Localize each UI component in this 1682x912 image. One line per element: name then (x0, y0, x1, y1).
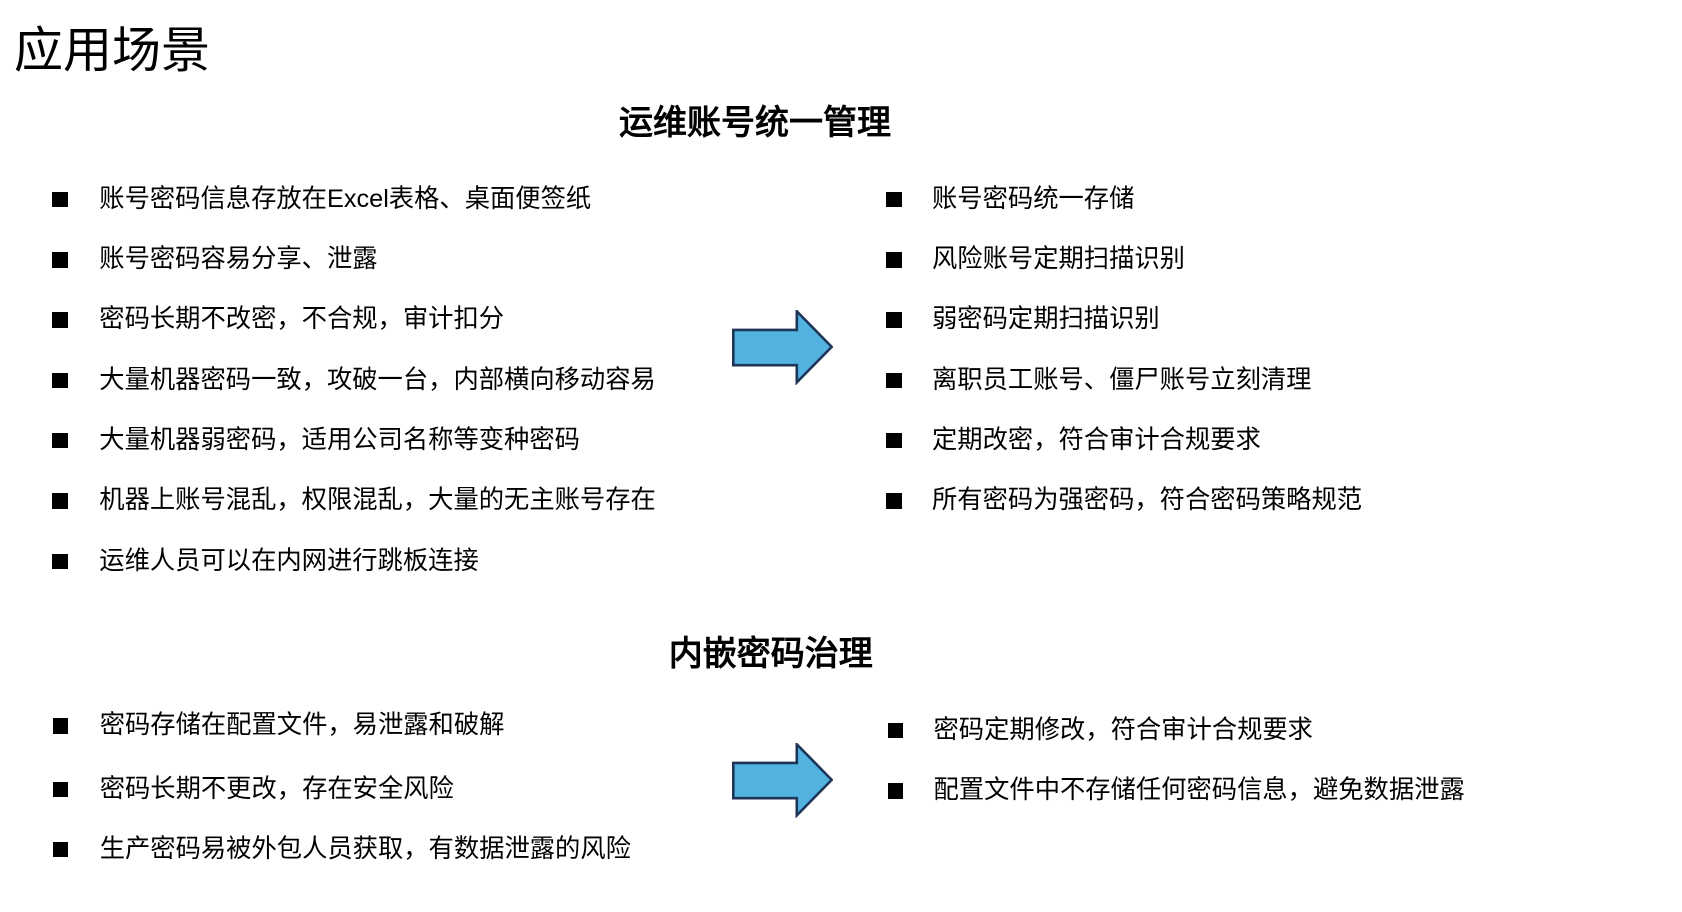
list-item: 所有密码为强密码，符合密码策略规范 (886, 471, 1362, 531)
square-bullet-icon (52, 841, 68, 858)
list-item: 账号密码统一存储 (886, 169, 1362, 229)
section-heading-ops-accounts: 运维账号统一管理 (619, 103, 891, 142)
list-item: 机器上账号混乱，权限混乱，大量的无主账号存在 (52, 471, 656, 531)
square-bullet-icon (886, 191, 902, 208)
bullet-text: 定期改密，符合审计合规要求 (932, 426, 1261, 455)
embedded-benefits-list: 密码定期修改，符合审计合规要求 配置文件中不存储任何密码信息，避免数据泄露 (887, 700, 1465, 821)
bullet-text: 账号密码统一存储 (932, 184, 1135, 213)
list-item: 密码存储在配置文件，易泄露和破解 (52, 696, 631, 756)
ops-benefits-list: 账号密码统一存储 风险账号定期扫描识别 弱密码定期扫描识别 离职员工账号、僵尸账… (886, 169, 1362, 531)
list-item: 定期改密，符合审计合规要求 (886, 411, 1362, 471)
embedded-pain-points-list: 密码存储在配置文件，易泄露和破解 密码长期不更改，存在安全风险 生产密码易被外包… (52, 696, 631, 880)
bullet-text: 运维人员可以在内网进行跳板连接 (99, 546, 479, 575)
bullet-text: 账号密码容易分享、泄露 (99, 245, 378, 274)
right-arrow-shape (732, 743, 833, 818)
square-bullet-icon (52, 781, 68, 798)
square-bullet-icon (52, 252, 68, 268)
page-title: 应用场景 (14, 24, 211, 78)
square-bullet-icon (52, 553, 68, 570)
list-item: 密码长期不改密，不合规，审计扣分 (52, 290, 656, 350)
square-bullet-icon (886, 312, 902, 328)
list-item: 风险账号定期扫描识别 (886, 230, 1362, 290)
square-bullet-icon (886, 252, 902, 268)
square-bullet-icon (886, 493, 902, 509)
square-bullet-icon (887, 722, 903, 739)
list-item: 密码长期不更改，存在安全风险 (52, 759, 631, 819)
bullet-text: 账号密码信息存放在Excel表格、桌面便签纸 (99, 184, 592, 213)
bullet-text: 风险账号定期扫描识别 (932, 245, 1185, 274)
square-bullet-icon (52, 312, 68, 328)
square-bullet-icon (52, 372, 68, 389)
right-arrow-icon (732, 743, 833, 818)
square-bullet-icon (52, 432, 68, 449)
bullet-text: 机器上账号混乱，权限混乱，大量的无主账号存在 (99, 486, 656, 515)
list-item: 弱密码定期扫描识别 (886, 290, 1362, 350)
list-item: 账号密码信息存放在Excel表格、桌面便签纸 (52, 169, 656, 229)
list-item: 账号密码容易分享、泄露 (52, 230, 656, 290)
bullet-text: 大量机器弱密码，适用公司名称等变种密码 (99, 426, 580, 455)
bullet-text: 生产密码易被外包人员获取，有数据泄露的风险 (99, 834, 631, 863)
square-bullet-icon (52, 718, 68, 734)
list-item: 大量机器密码一致，攻破一台，内部横向移动容易 (52, 350, 656, 410)
square-bullet-icon (52, 191, 68, 208)
right-arrow-shape (732, 309, 833, 385)
list-item: 生产密码易被外包人员获取，有数据泄露的风险 (52, 819, 631, 879)
list-item: 密码定期修改，符合审计合规要求 (887, 700, 1465, 760)
square-bullet-icon (886, 432, 902, 449)
ops-pain-points-list: 账号密码信息存放在Excel表格、桌面便签纸 账号密码容易分享、泄露 密码长期不… (52, 169, 656, 591)
list-item: 大量机器弱密码，适用公司名称等变种密码 (52, 411, 656, 471)
bullet-text: 密码长期不更改，存在安全风险 (99, 774, 454, 803)
bullet-text: 密码定期修改，符合审计合规要求 (933, 715, 1313, 744)
square-bullet-icon (886, 372, 902, 389)
bullet-text: 配置文件中不存储任何密码信息，避免数据泄露 (933, 776, 1465, 805)
square-bullet-icon (887, 783, 903, 799)
list-item: 离职员工账号、僵尸账号立刻清理 (886, 350, 1362, 410)
bullet-text: 弱密码定期扫描识别 (932, 305, 1160, 334)
square-bullet-icon (52, 493, 68, 509)
bullet-text: 密码长期不改密，不合规，审计扣分 (99, 305, 505, 334)
bullet-text: 所有密码为强密码，符合密码策略规范 (932, 486, 1363, 515)
right-arrow-icon (732, 309, 833, 385)
list-item: 配置文件中不存储任何密码信息，避免数据泄露 (887, 761, 1465, 821)
bullet-text: 离职员工账号、僵尸账号立刻清理 (932, 365, 1312, 394)
list-item: 运维人员可以在内网进行跳板连接 (52, 531, 656, 591)
bullet-text: 大量机器密码一致，攻破一台，内部横向移动容易 (99, 365, 656, 394)
section-heading-embedded-passwords: 内嵌密码治理 (668, 635, 873, 673)
bullet-text: 密码存储在配置文件，易泄露和破解 (99, 711, 505, 740)
